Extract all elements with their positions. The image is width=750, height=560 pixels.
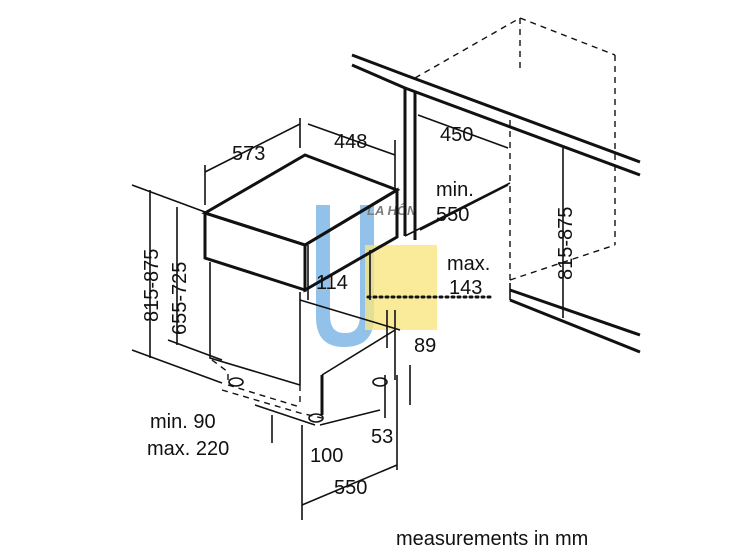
label-450: 450	[440, 124, 473, 146]
label-body-height: 655-725	[169, 262, 191, 335]
label-550-depth: 550	[334, 477, 367, 499]
label-143: 143	[449, 277, 482, 299]
watermark-yellow-shape	[365, 245, 437, 330]
label-min-90: min. 90	[150, 411, 216, 433]
watermark-text: LA HÔN	[367, 203, 417, 218]
label-100: 100	[310, 445, 343, 467]
worktop-niche	[351, 17, 641, 354]
dishwasher-outline	[201, 153, 401, 423]
label-114: 114	[316, 272, 348, 294]
dimension-lines	[131, 114, 564, 520]
label-max-220: max. 220	[147, 438, 229, 460]
label-max: max.	[447, 253, 490, 275]
dimension-labels: 573 448 450 min. 550 815-875 815-875 655…	[141, 124, 588, 550]
watermark: LA HÔN	[316, 203, 437, 347]
label-min: min.	[436, 179, 474, 201]
label-550-min: 550	[436, 204, 469, 226]
label-573: 573	[232, 143, 265, 165]
label-448: 448	[334, 131, 367, 153]
label-53: 53	[371, 426, 393, 448]
label-89: 89	[414, 335, 436, 357]
label-niche-height: 815-875	[555, 207, 577, 280]
unit-note: measurements in mm	[396, 528, 588, 550]
label-total-height: 815-875	[141, 249, 163, 322]
